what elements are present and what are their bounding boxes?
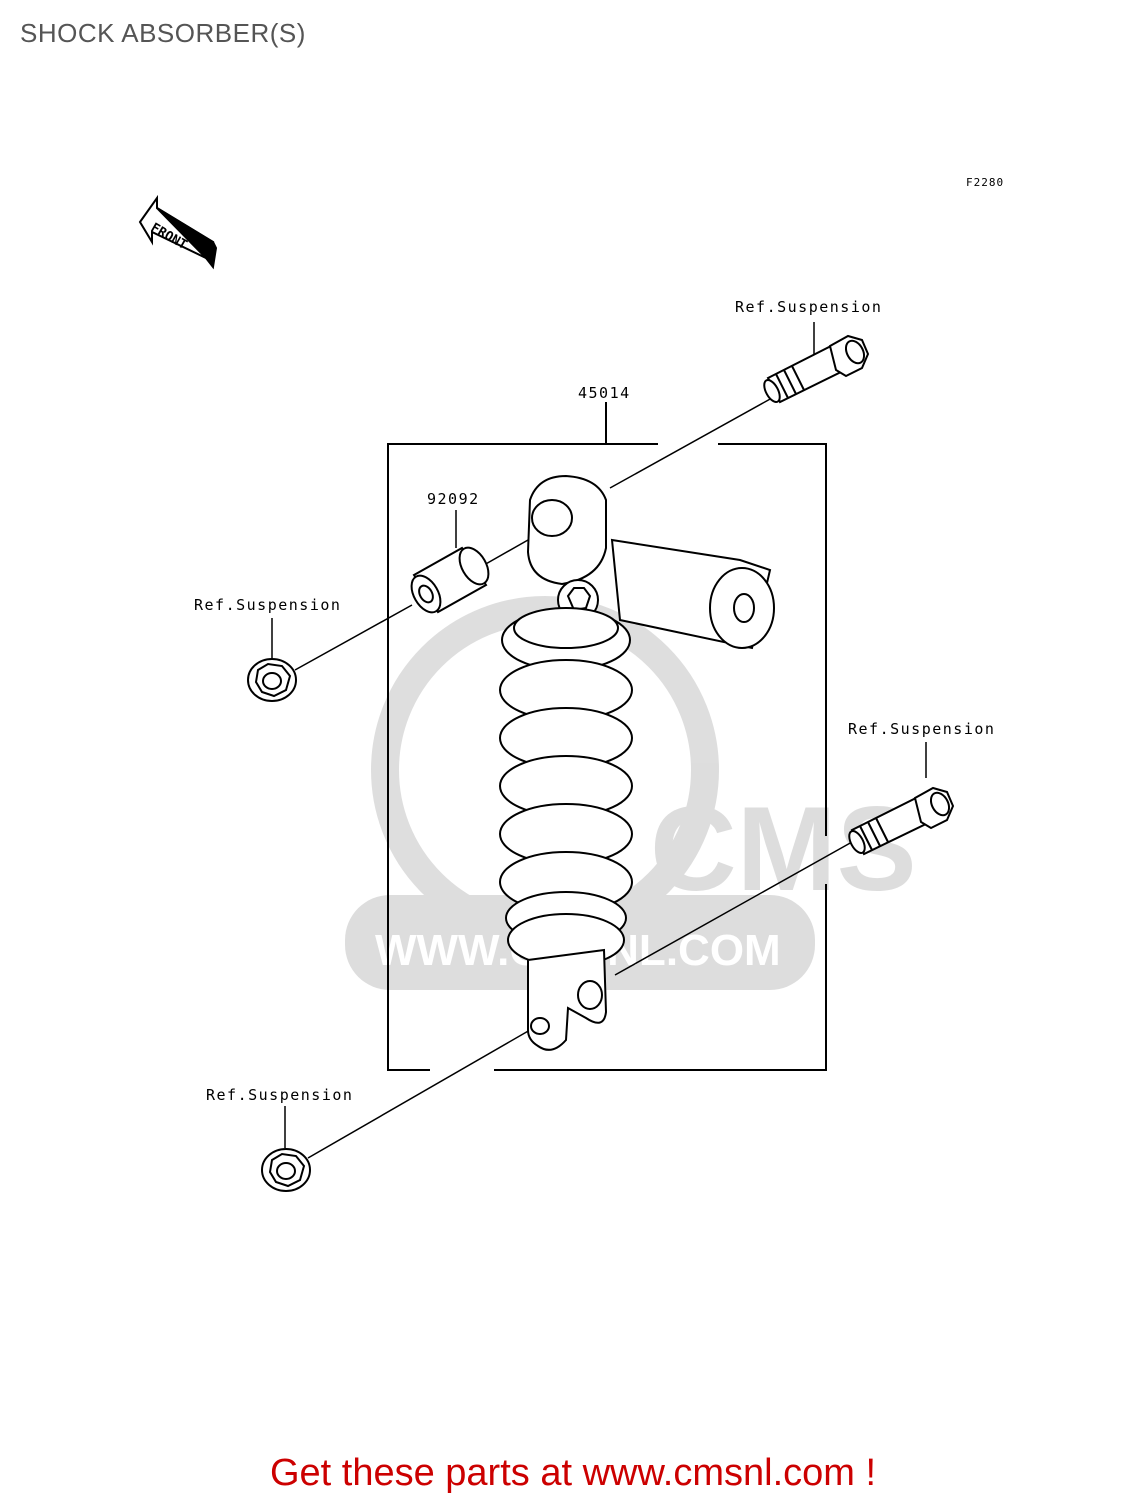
left-nut — [247, 658, 297, 702]
bushing — [410, 546, 490, 614]
shock-absorber — [499, 474, 775, 1051]
figure-id: F2280 — [966, 176, 1005, 189]
label-ref-bottom-nut: Ref.Suspension — [206, 1086, 354, 1104]
leader-lines — [271, 322, 927, 1159]
top-bolt — [763, 334, 870, 404]
label-ref-left-nut: Ref.Suspension — [194, 596, 342, 614]
parts-diagram: CMS WWW.CMSNL.COM FRONT — [138, 194, 955, 1192]
watermark: CMS WWW.CMSNL.COM — [345, 596, 917, 990]
footer-link[interactable]: Get these parts at www.cmsnl.com ! — [269, 1452, 877, 1494]
label-ref-right-bolt: Ref.Suspension — [848, 720, 996, 738]
label-shock-assembly: 45014 — [578, 384, 631, 402]
bottom-nut — [261, 1148, 311, 1192]
label-ref-top-bolt: Ref.Suspension — [735, 298, 883, 316]
page-title: SHOCK ABSORBER(S) — [20, 18, 306, 48]
front-arrow-icon: FRONT — [138, 194, 218, 270]
right-bolt — [848, 786, 955, 856]
label-bushing: 92092 — [427, 490, 480, 508]
watermark-logo: CMS — [650, 782, 917, 916]
spring — [499, 659, 633, 945]
assembly-bracket — [387, 402, 827, 1071]
